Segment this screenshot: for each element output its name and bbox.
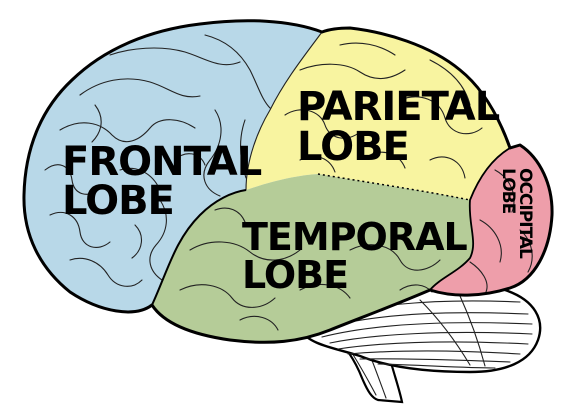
occipital-lobe-label-group: OCCIPITAL LOBE: [498, 168, 535, 263]
occipital-lobe: [430, 145, 553, 296]
temporal-lobe-label: TEMPORAL LOBE: [242, 215, 479, 297]
temporal-lobe: [152, 174, 474, 343]
parietal-temporal-boundary: [317, 173, 471, 201]
occipital-lobe-label: OCCIPITAL LOBE: [498, 168, 535, 263]
occipital-lobe-label-line1: OCCIPITAL: [515, 168, 535, 259]
parietal-lobe-label: PARIETAL LOBE: [297, 84, 512, 170]
parietal-occipital-boundary: [429, 147, 511, 291]
cortex-gyri: [44, 31, 533, 331]
parietal-lobe-label-line1: PARIETAL: [297, 84, 500, 130]
lateral-sulcus: [151, 189, 247, 306]
parietal-lobe-label-line2: LOBE: [297, 124, 409, 170]
frontal-lobe-label-line2: LOBE: [62, 178, 174, 224]
cerebellum-folia: [314, 295, 533, 369]
temporal-lobe-label-line1: TEMPORAL: [242, 215, 468, 259]
brain-outline: [22, 19, 554, 344]
temporal-lobe-label-line2: LOBE: [242, 253, 348, 297]
frontal-lobe: [23, 20, 323, 312]
frontal-lobe-label: FRONTAL LOBE: [62, 139, 274, 224]
frontal-lobe-label-line1: FRONTAL: [62, 139, 262, 185]
occipital-lobe-label-line2: LOBE: [498, 168, 518, 214]
